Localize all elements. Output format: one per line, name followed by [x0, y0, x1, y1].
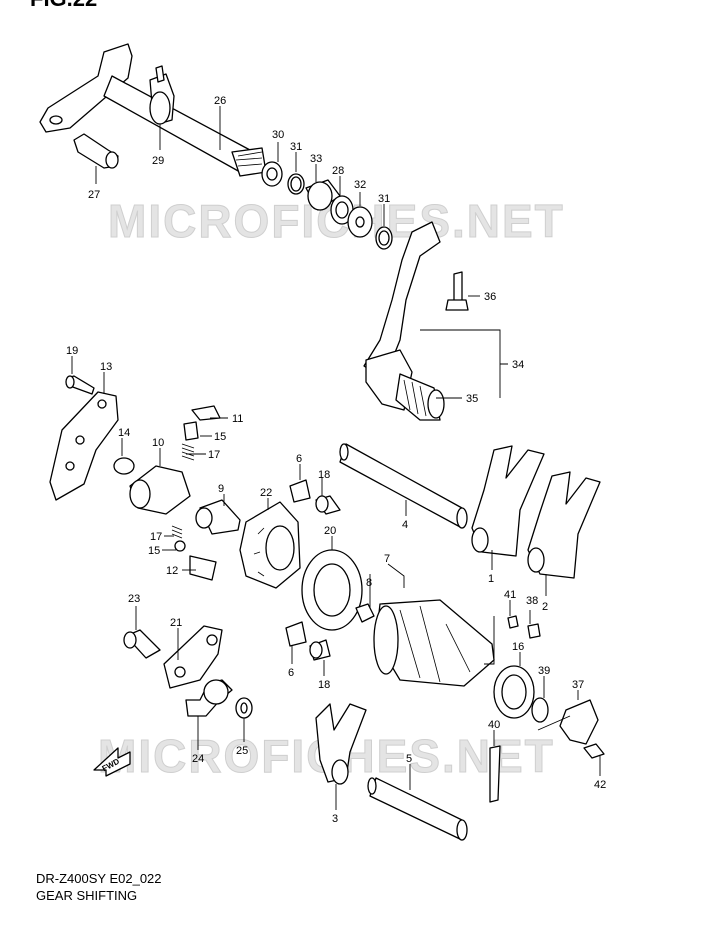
circlip-39 [531, 697, 549, 723]
bearing-16 [493, 665, 535, 719]
label-3: 3 [332, 813, 338, 825]
shift-cam-drum [373, 599, 495, 687]
label-38: 38 [526, 595, 538, 607]
model-code: DR-Z400SY E02_022 [36, 871, 162, 886]
bracket-37 [537, 699, 599, 745]
label-25: 25 [236, 745, 248, 757]
pins-41-38 [507, 615, 541, 639]
label-30: 30 [272, 129, 284, 141]
label-33: 33 [310, 153, 322, 165]
label-21: 21 [170, 617, 182, 629]
label-8: 8 [366, 577, 372, 589]
stopper-9 [195, 499, 241, 535]
cam-plate-22 [239, 501, 301, 589]
label-16: 16 [512, 641, 524, 653]
label-35: 35 [466, 393, 478, 405]
label-22: 22 [260, 487, 272, 499]
bush-14 [113, 457, 135, 475]
label-17b: 17 [150, 531, 162, 543]
label-10: 10 [152, 437, 164, 449]
label-18a: 18 [318, 469, 330, 481]
shift-fork-1 [471, 445, 545, 557]
spring-pin-17-15-12 [171, 525, 217, 581]
label-6a: 6 [296, 453, 302, 465]
label-18b: 18 [318, 679, 330, 691]
label-27: 27 [88, 189, 100, 201]
label-24: 24 [192, 753, 204, 765]
bolt-42 [583, 743, 605, 759]
label-11: 11 [232, 413, 243, 425]
label-1: 1 [488, 573, 494, 585]
label-42: 42 [594, 779, 606, 791]
label-12: 12 [166, 565, 178, 577]
shift-shaft-part [39, 43, 267, 177]
bearing-20 [301, 549, 363, 631]
gearshift-cam-plate [49, 391, 119, 501]
label-29: 29 [152, 155, 164, 167]
label-19: 19 [66, 345, 78, 357]
label-32: 32 [354, 179, 366, 191]
label-31b: 31 [378, 193, 390, 205]
label-20: 20 [324, 525, 336, 537]
pin-40 [489, 745, 501, 803]
label-6b: 6 [288, 667, 294, 679]
pin-spring-11-15-17 [181, 405, 221, 461]
pin-8 [355, 603, 375, 623]
label-15b: 15 [148, 545, 160, 557]
label-40: 40 [488, 719, 500, 731]
shift-fork-2 [527, 471, 601, 579]
bolt-19 [65, 375, 95, 395]
label-39: 39 [538, 665, 550, 677]
label-5: 5 [406, 753, 412, 765]
gear-shift-arm-10 [129, 465, 191, 515]
label-2: 2 [542, 601, 548, 613]
label-26: 26 [214, 95, 226, 107]
label-13: 13 [100, 361, 112, 373]
bolt-36 [445, 271, 469, 311]
shift-fork-3 [315, 703, 367, 785]
small-parts-6-18 [285, 479, 341, 661]
label-17a: 17 [208, 449, 220, 461]
label-37: 37 [572, 679, 584, 691]
washer-25 [235, 697, 253, 719]
leader-lines [71, 106, 601, 810]
section-title: GEAR SHIFTING [36, 888, 138, 903]
label-34: 34 [512, 359, 524, 371]
label-23: 23 [128, 593, 140, 605]
shift-pedal [363, 221, 445, 421]
label-4: 4 [402, 519, 408, 531]
label-15a: 15 [214, 431, 226, 443]
label-14: 14 [118, 427, 130, 439]
label-28: 28 [332, 165, 344, 177]
spring-24 [185, 679, 233, 717]
label-41: 41 [504, 589, 516, 601]
label-9: 9 [218, 483, 224, 495]
fwd-arrow-icon [93, 747, 131, 777]
bolt-27 [73, 133, 119, 169]
label-7: 7 [384, 553, 390, 565]
label-36: 36 [484, 291, 496, 303]
bolt-23 [123, 629, 161, 659]
label-31a: 31 [290, 141, 302, 153]
fork-shaft-5 [367, 777, 468, 841]
fork-shaft-4 [339, 443, 468, 529]
arm-21 [163, 625, 223, 689]
figure-title: FIG.22 [30, 0, 97, 12]
